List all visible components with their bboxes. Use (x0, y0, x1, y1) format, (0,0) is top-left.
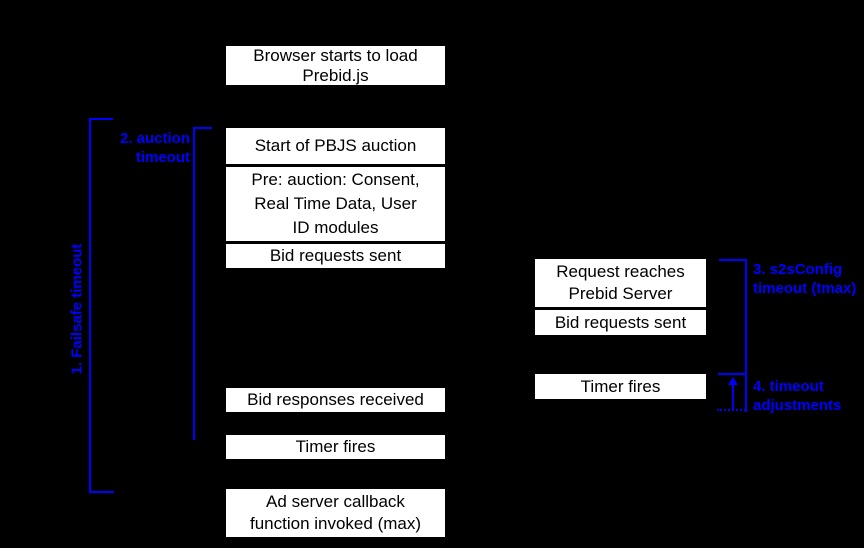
box-pre-auction-modules: Pre: auction: Consent, Real Time Data, U… (225, 165, 446, 242)
up-arrow-icon (727, 377, 740, 409)
box-bid-requests-sent-client: Bid requests sent (225, 242, 446, 269)
box-timer-fires-server: Timer fires (534, 373, 707, 400)
box-browser-starts-load: Browser starts to load Prebid.js (225, 45, 446, 86)
box-ad-server-callback: Ad server callback function invoked (max… (225, 488, 446, 538)
up-arrow-head (728, 377, 738, 385)
box-bid-responses-received: Bid responses received (225, 387, 446, 413)
box-bid-requests-sent-server: Bid requests sent (534, 308, 707, 336)
failsafe-bracket-line (89, 118, 91, 493)
box-timer-fires-client: Timer fires (225, 434, 446, 460)
failsafe-timeout-label: 1. Failsafe timeout (68, 243, 86, 375)
auction-timeout-label: 2. auction timeout (119, 130, 190, 166)
failsafe-bracket-top-tick (89, 118, 113, 120)
box-request-reaches-prebid-server: Request reaches Prebid Server (534, 258, 707, 308)
s2s-bracket-mid-tick (718, 373, 747, 375)
up-arrow-shaft (732, 383, 734, 409)
timeout-adjustments-label: 4. timeout adjustments (753, 378, 842, 414)
s2s-bracket-line (745, 259, 747, 412)
auction-bracket-line (193, 127, 195, 440)
failsafe-bracket-bottom-tick (89, 491, 114, 493)
s2s-timeout-label: 3. s2sConfig timeout (tmax) (753, 261, 857, 297)
box-start-pbjs-auction: Start of PBJS auction (225, 127, 446, 165)
s2s-bracket-top-tick (719, 259, 747, 261)
adjustment-dotted-line (717, 409, 746, 411)
auction-bracket-top-tick (193, 127, 212, 129)
